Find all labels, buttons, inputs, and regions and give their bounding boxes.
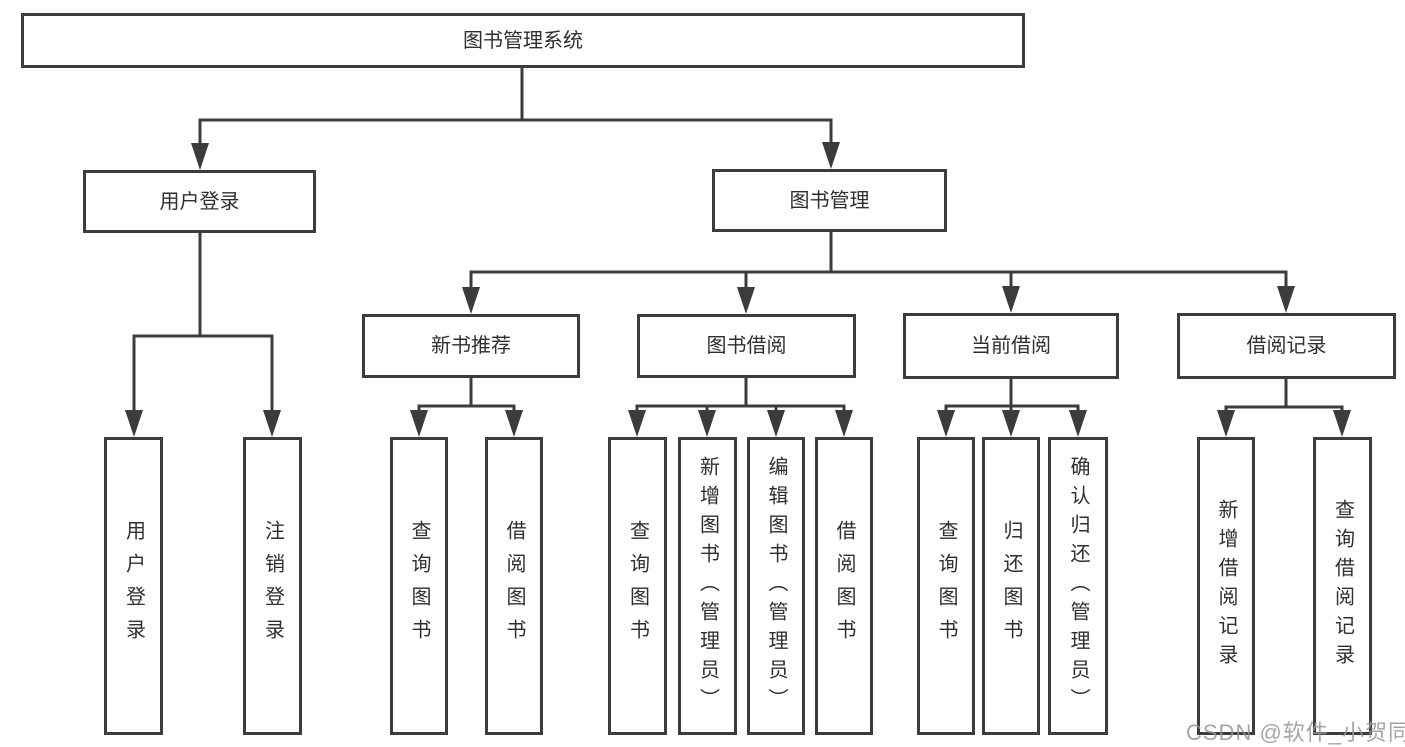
node-library-management-system: 图书管理系统 xyxy=(21,13,1025,68)
leaf-query-books-3: 查询图书 xyxy=(917,437,975,735)
leaf-query-borrow-record: 查询借阅记录 xyxy=(1313,437,1372,735)
leaf-borrow-books: 借阅图书 xyxy=(485,437,543,735)
csdn-watermark: CSDN @软件_小贺同学 xyxy=(1186,720,1405,745)
leaf-confirm-return-admin: 确认归还（管理员） xyxy=(1048,437,1108,735)
leaf-borrow-books-2: 借阅图书 xyxy=(815,437,873,735)
node-current-borrowing: 当前借阅 xyxy=(903,313,1119,379)
leaf-add-borrow-record: 新增借阅记录 xyxy=(1197,437,1255,735)
node-book-borrowing: 图书借阅 xyxy=(637,314,856,378)
node-user-login: 用户登录 xyxy=(83,170,316,233)
node-book-management: 图书管理 xyxy=(712,169,947,232)
node-borrowing-records: 借阅记录 xyxy=(1177,313,1396,379)
leaf-query-books: 查询图书 xyxy=(390,437,448,735)
leaf-edit-book-admin: 编辑图书（管理员） xyxy=(747,437,805,735)
arrowheads xyxy=(125,142,1351,437)
node-new-book-recommend: 新书推荐 xyxy=(362,314,580,378)
leaf-query-books-2: 查询图书 xyxy=(608,437,667,735)
leaf-user-login: 用户登录 xyxy=(104,437,163,735)
leaf-logout: 注销登录 xyxy=(243,437,302,735)
leaf-add-book-admin: 新增图书（管理员） xyxy=(678,437,737,735)
leaf-return-books: 归还图书 xyxy=(982,437,1040,735)
